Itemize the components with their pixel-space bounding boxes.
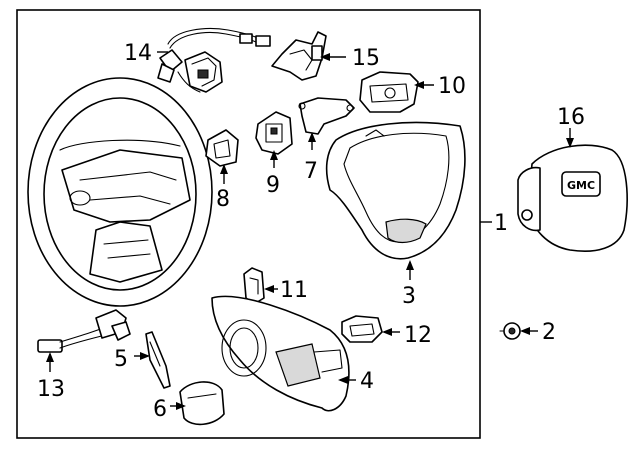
callout-11: 11 [280,278,308,303]
callout-16: 16 [557,105,585,130]
part-5-strip [145,331,171,389]
part-7-bracket [298,97,355,135]
part-16-airbag: GMC [517,144,628,252]
callout-12: 12 [404,323,432,348]
callout-1: 1 [494,211,508,236]
callout-2: 2 [542,320,556,345]
part-2-bolt [499,322,521,340]
part-13-harness [37,309,131,353]
callout-3: 3 [402,284,416,309]
part-15-bracket [271,31,327,81]
airbag-logo: GMC [567,179,595,192]
callout-8: 8 [216,187,230,212]
callout-13: 13 [37,377,65,402]
part-6-cover [179,381,225,426]
part-8-switch [205,129,239,167]
part-12-switch [341,315,383,343]
callout-10: 10 [438,74,466,99]
steering-wheel [27,77,213,307]
part-10-switch [359,71,419,113]
part-14-harness [157,27,271,93]
part-9-switch [255,111,293,155]
assembly-frame [16,9,481,439]
callout-7: 7 [304,159,318,184]
part-4-cover [211,295,350,412]
callout-15: 15 [352,46,380,71]
part-3-bezel [325,121,466,260]
callout-5: 5 [114,347,128,372]
callout-6: 6 [153,397,167,422]
callout-4: 4 [360,369,374,394]
callout-9: 9 [266,173,280,198]
callout-14: 14 [124,41,152,66]
